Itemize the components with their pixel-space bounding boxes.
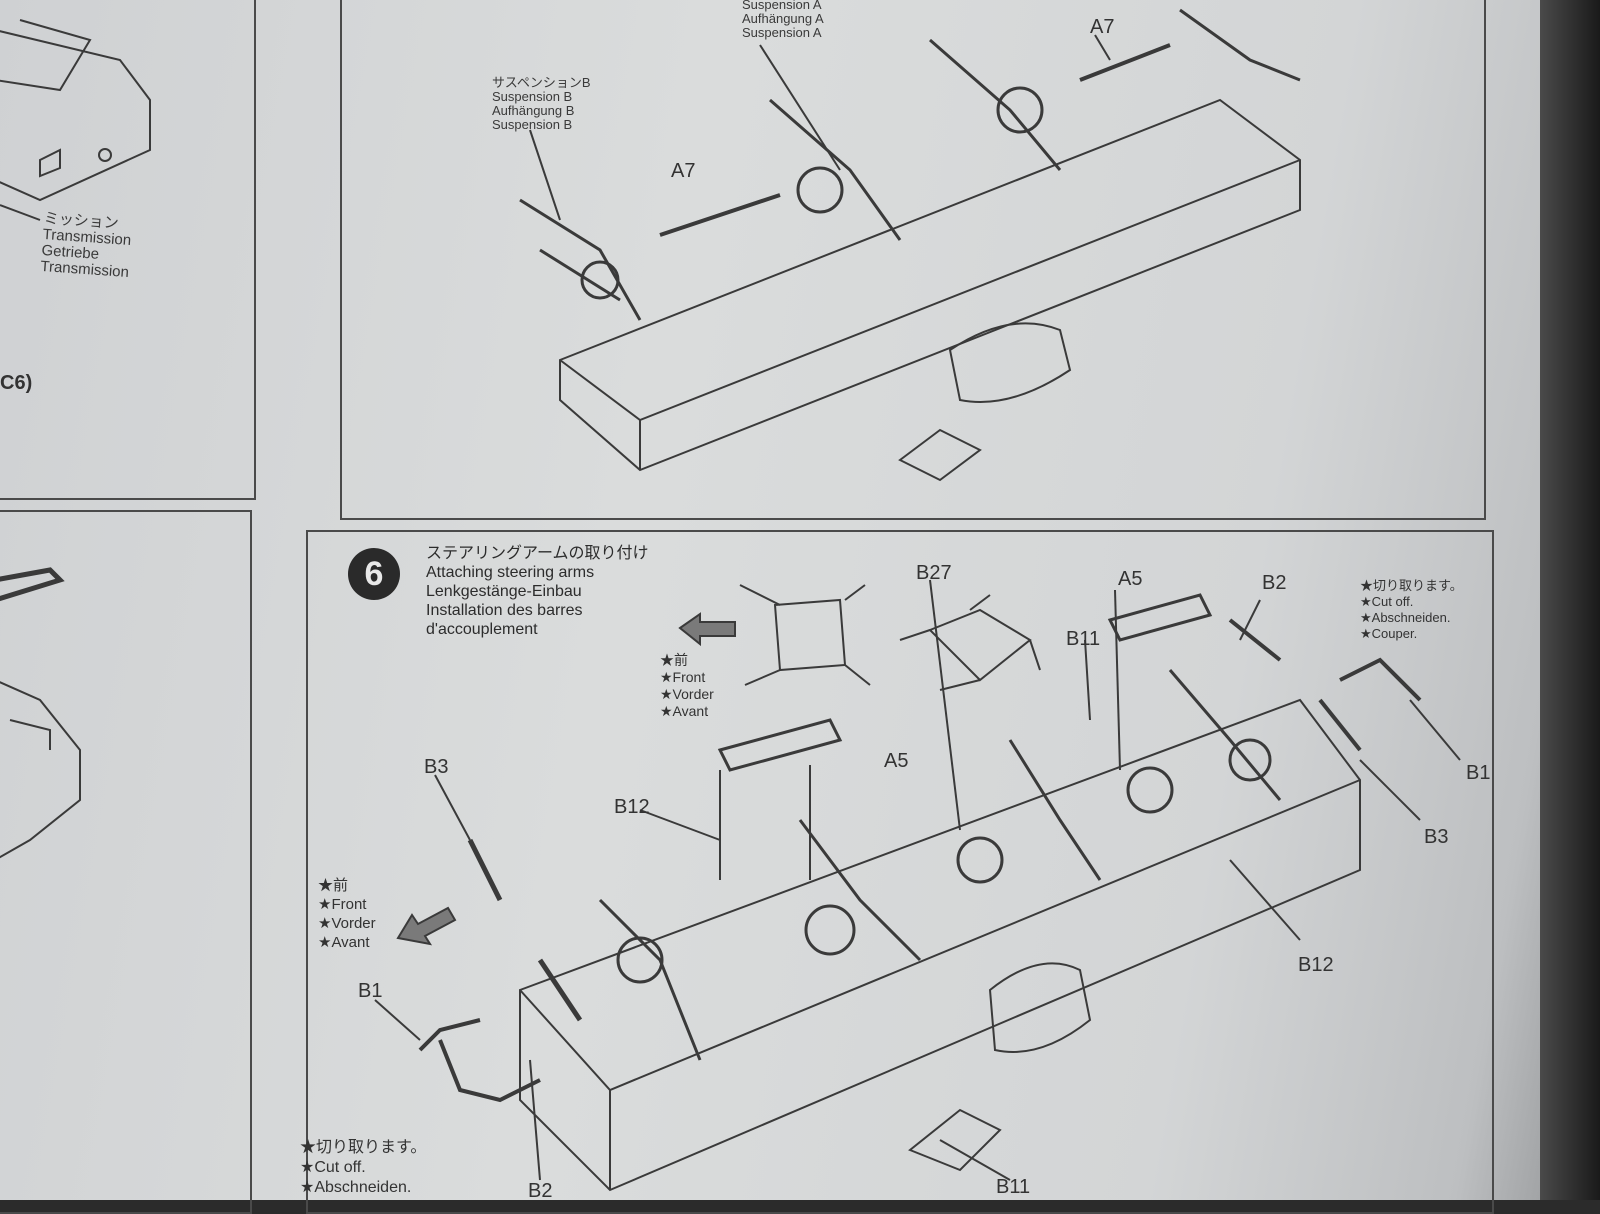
step6-title-de: Lenkgestänge-Einbau	[426, 583, 582, 600]
suspension-b-fr: Suspension B	[492, 117, 573, 132]
part-b11-bottom: B11	[996, 1176, 1031, 1198]
cut-note-right-en: ★Cut off.	[1360, 594, 1414, 609]
step6-title-en: Attaching steering arms	[426, 564, 595, 581]
left-transmission-drawing	[0, 19, 151, 859]
suspension-a-en: Suspension A	[742, 0, 822, 12]
suspension-b-de: Aufhängung B	[492, 103, 575, 118]
cut-note-bottom-en: ★Cut off.	[300, 1159, 366, 1176]
part-b2-right: B2	[1262, 572, 1287, 594]
step6-title-jp: ステアリングアームの取り付け	[426, 545, 649, 562]
part-b11-top: B11	[1066, 628, 1101, 650]
part-a5-right: A5	[1118, 568, 1143, 590]
front-arrow-left	[396, 906, 457, 946]
cut-note-right-de: ★Abschneiden.	[1360, 610, 1451, 625]
transmission-label: ミッション Transmission Getriebe Transmission	[40, 210, 133, 281]
ref-c6-label: C6)	[0, 372, 33, 394]
step6-title-fr-2: d'accouplement	[426, 621, 538, 638]
top-step-panel	[340, 0, 1486, 520]
part-b12-left: B12	[614, 796, 650, 818]
left-top-panel	[0, 0, 256, 500]
step6-title: ステアリングアームの取り付け Attaching steering arms L…	[426, 544, 649, 639]
front-note-top: ★前 ★Front ★Vorder ★Avant	[660, 652, 714, 720]
suspension-a-fr: Suspension A	[742, 25, 822, 40]
suspension-b-en: Suspension B	[492, 89, 573, 104]
front-note-top-en: ★Front	[660, 669, 706, 685]
part-a7-top-right: A7	[1090, 16, 1115, 38]
front-note-top-de: ★Vorder	[660, 686, 714, 702]
table-background	[1540, 0, 1600, 1200]
cut-note-right-fr: ★Couper.	[1360, 626, 1418, 641]
suspension-a-label: Suspension A Aufhängung A Suspension A	[742, 0, 824, 40]
front-note-left-en: ★Front	[318, 896, 367, 913]
part-b27: B27	[916, 562, 952, 584]
part-b3-left: B3	[424, 756, 449, 778]
cut-note-right-jp: ★切り取ります。	[1360, 578, 1463, 593]
part-b1-left: B1	[358, 980, 383, 1002]
cut-off-note-bottom: ★切り取ります。 ★Cut off. ★Abschneiden.	[300, 1138, 426, 1198]
suspension-b-jp: サスペンションB	[492, 75, 591, 90]
front-note-left: ★前 ★Front ★Vorder ★Avant	[318, 876, 376, 952]
cut-note-bottom-jp: ★切り取ります。	[300, 1139, 427, 1156]
part-b2-bottom: B2	[528, 1180, 553, 1202]
cut-off-note-right: ★切り取ります。 ★Cut off. ★Abschneiden. ★Couper…	[1360, 578, 1463, 642]
front-arrow-top	[678, 612, 736, 647]
front-note-left-de: ★Vorder	[318, 915, 376, 932]
front-note-left-fr: ★Avant	[318, 934, 370, 951]
suspension-a-de: Aufhängung A	[742, 11, 824, 26]
front-note-left-jp: ★前	[318, 877, 349, 894]
top-chassis-drawing	[519, 8, 1301, 482]
step6-title-fr-1: Installation des barres	[426, 602, 583, 619]
part-a5-left: A5	[884, 750, 909, 772]
cut-note-bottom-de: ★Abschneiden.	[300, 1179, 412, 1196]
part-b3-right: B3	[1424, 826, 1449, 848]
step6-chassis-drawing	[374, 579, 1461, 1192]
step-number-badge: 6	[348, 548, 400, 600]
part-a7-top-left: A7	[671, 160, 696, 182]
front-note-top-jp: ★前	[660, 652, 688, 668]
part-b12-right: B12	[1298, 954, 1334, 976]
part-b1-right: B1	[1466, 762, 1491, 784]
suspension-b-label: サスペンションB Suspension B Aufhängung B Suspe…	[492, 76, 591, 132]
front-note-top-fr: ★Avant	[660, 703, 709, 719]
